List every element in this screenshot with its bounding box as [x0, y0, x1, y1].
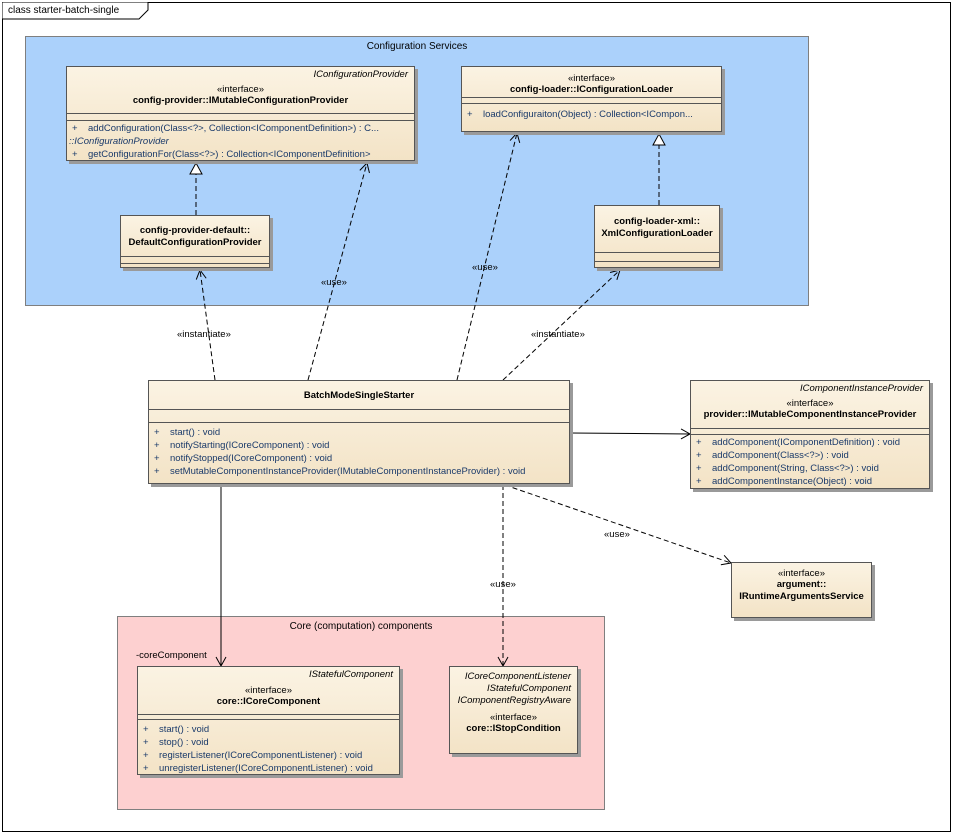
class-name: config-loader::IConfigurationLoader — [509, 84, 674, 95]
realized-interface-label: ICoreComponentListener — [464, 671, 571, 682]
class-default-configuration-provider[interactable]: config-provider-default:: DefaultConfigu… — [120, 215, 270, 268]
instantiate-edge-xml — [502, 269, 621, 381]
class-package-name: config-loader-xml:: — [613, 216, 701, 227]
operation-notify-starting: +notifyStarting(ICoreComponent) : void — [154, 440, 330, 451]
class-name: provider::IMutableComponentInstanceProvi… — [703, 409, 917, 420]
stereotype-label: «interface» — [786, 398, 834, 409]
operation-unregister-listener: +unregisterListener(ICoreComponentListen… — [143, 763, 373, 774]
class-package-name: config-provider-default:: — [139, 225, 251, 236]
operation-get-configuration-for: +getConfigurationFor(Class<?>) : Collect… — [72, 149, 371, 160]
operation-add-component-definition: +addComponent(IComponentDefinition) : vo… — [696, 437, 900, 448]
package-title: Configuration Services — [366, 41, 468, 52]
class-iruntime-arguments-service[interactable]: «interface» argument:: IRuntimeArguments… — [731, 562, 872, 618]
class-name: XmlConfigurationLoader — [601, 228, 713, 239]
edge-label-use-runtime: «use» — [604, 529, 630, 540]
class-name: core::IStopCondition — [466, 723, 561, 734]
stereotype-label: «interface» — [244, 685, 292, 696]
class-xml-configuration-loader[interactable]: config-loader-xml:: XmlConfigurationLoad… — [594, 205, 720, 268]
instantiate-edge-default — [195, 268, 216, 381]
association-edge-instance-provider — [569, 428, 692, 440]
operation-add-component-class: +addComponent(Class<?>) : void — [696, 450, 849, 461]
stereotype-label: «interface» — [489, 712, 537, 723]
class-name: DefaultConfigurationProvider — [128, 237, 262, 248]
class-iconfiguration-loader[interactable]: «interface» config-loader::IConfiguratio… — [461, 66, 722, 132]
edge-label-use-stop: «use» — [490, 579, 516, 590]
class-imutable-configuration-provider[interactable]: IConfigurationProvider «interface» confi… — [66, 66, 415, 161]
operation-group-label: ::IConfigurationProvider — [69, 136, 169, 147]
edge-label-use-provider: «use» — [321, 277, 347, 288]
class-name: IRuntimeArgumentsService — [739, 591, 864, 602]
edge-label-instantiate-default: «instantiate» — [177, 329, 231, 340]
class-name: config-provider::IMutableConfigurationPr… — [132, 95, 349, 106]
operation-register-listener: +registerListener(ICoreComponentListener… — [143, 750, 363, 761]
edge-label-instantiate-xml: «instantiate» — [531, 329, 585, 340]
class-batch-mode-single-starter[interactable]: BatchModeSingleStarter +start() : void +… — [148, 380, 570, 484]
edge-label-core-component-role: -coreComponent — [136, 650, 207, 661]
operation-add-configuration: +addConfiguration(Class<?>, Collection<I… — [72, 123, 379, 134]
realized-interface-label: IConfigurationProvider — [313, 69, 408, 80]
operation-set-mutable-provider: +setMutableComponentInstanceProvider(IMu… — [154, 466, 526, 477]
stereotype-label: «interface» — [567, 73, 615, 84]
edge-label-use-loader: «use» — [472, 262, 498, 273]
realized-interface-label: IComponentRegistryAware — [457, 695, 571, 706]
use-edge-config-provider — [307, 162, 370, 381]
class-istop-condition[interactable]: ICoreComponentListener IStatefulComponen… — [449, 666, 578, 754]
operation-start: +start() : void — [143, 724, 210, 735]
use-edge-config-loader — [456, 131, 521, 381]
frame-title: class starter-batch-single — [8, 5, 120, 16]
use-edge-runtime-args — [504, 484, 732, 566]
stereotype-label: «interface» — [777, 568, 825, 579]
operation-start: +start() : void — [154, 427, 221, 438]
class-package-name: argument:: — [776, 579, 827, 590]
class-name: BatchModeSingleStarter — [303, 390, 415, 401]
operation-notify-stopped: +notifyStopped(ICoreComponent) : void — [154, 453, 333, 464]
class-imutable-component-instance-provider[interactable]: IComponentInstanceProvider «interface» p… — [690, 380, 930, 489]
operation-add-component-string-class: +addComponent(String, Class<?>) : void — [696, 463, 879, 474]
operation-add-component-instance: +addComponentInstance(Object) : void — [696, 476, 873, 487]
realized-interface-label: IComponentInstanceProvider — [799, 383, 923, 394]
package-title: Core (computation) components — [289, 621, 433, 632]
operation-stop: +stop() : void — [143, 737, 209, 748]
class-name: core::ICoreComponent — [216, 696, 321, 707]
class-icore-component[interactable]: IStatefulComponent «interface» core::ICo… — [137, 666, 400, 775]
realized-interface-label: IStatefulComponent — [309, 669, 393, 680]
operation-load-configuration: +loadConfiguraiton(Object) : Collection<… — [467, 109, 693, 120]
realized-interface-label: IStatefulComponent — [487, 683, 571, 694]
stereotype-label: «interface» — [216, 84, 264, 95]
